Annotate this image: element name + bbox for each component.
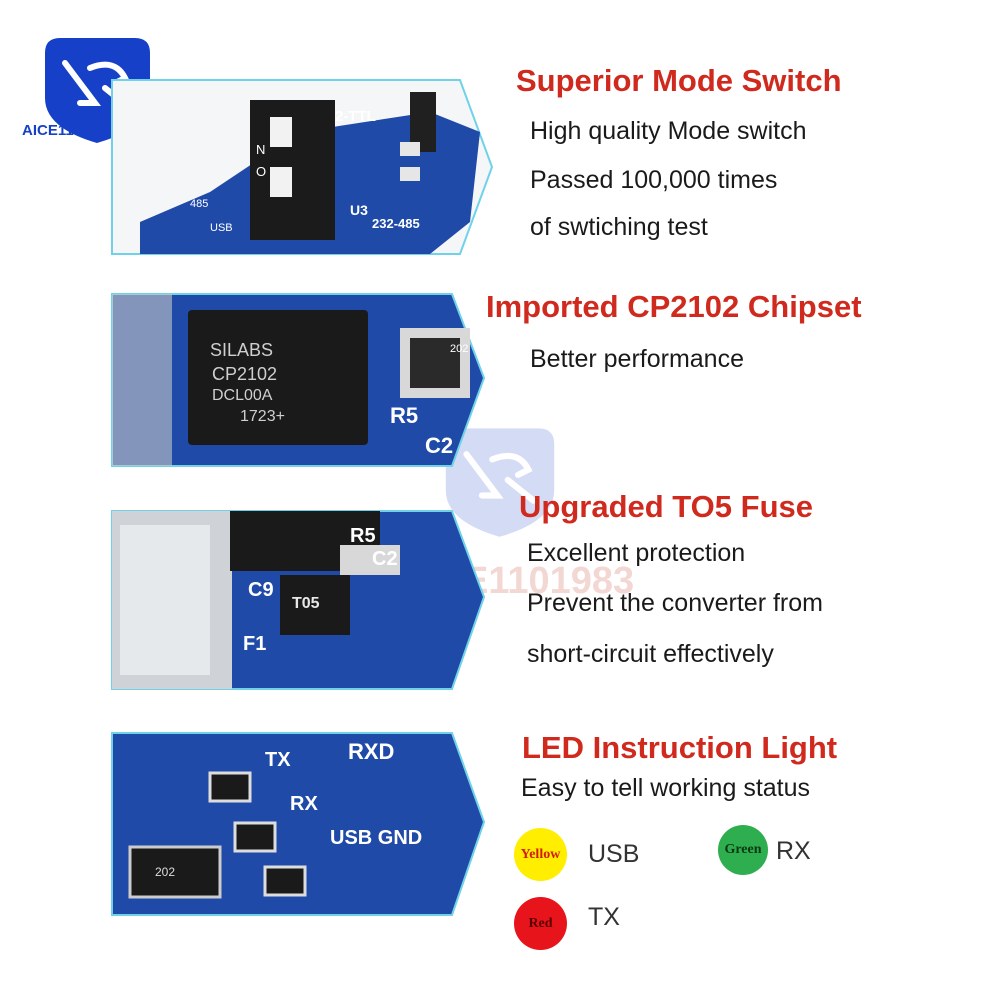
photo-mode-switch: 2-TTL U3 232-485 485 USB N O: [100, 72, 500, 262]
board-label: R5: [350, 525, 376, 547]
photo-to5-fuse: R5 C2 C9 T05 F1: [100, 505, 500, 695]
board-label: U3: [350, 202, 368, 218]
board-label: 485: [190, 198, 209, 210]
board-label: C2: [372, 548, 398, 570]
legend-dot-green: Green: [718, 825, 768, 875]
section-title: LED Instruction Light: [522, 730, 838, 765]
legend-label-usb: USB: [588, 840, 640, 868]
section-line: Excellent protection: [527, 539, 746, 567]
section-line: High quality Mode switch: [530, 117, 807, 145]
legend-dot-red: Red: [514, 897, 567, 950]
board-label: C2: [425, 433, 454, 458]
board-label: 202: [450, 343, 469, 355]
board-label: 202: [155, 865, 176, 879]
section-line: Better performance: [530, 345, 744, 373]
board-label: RX: [290, 793, 318, 815]
board-label: TX: [265, 749, 291, 771]
board-label: N: [256, 142, 266, 157]
section-line: short-circuit effectively: [527, 640, 774, 668]
section-line: Easy to tell working status: [521, 774, 811, 802]
chip-label: 1723+: [240, 408, 285, 425]
legend-label-tx: TX: [588, 903, 620, 931]
legend-label-rx: RX: [776, 837, 811, 865]
section-title: Superior Mode Switch: [516, 63, 842, 98]
section-title: Upgraded TO5 Fuse: [519, 489, 813, 524]
chip-label: DCL00A: [212, 387, 273, 404]
board-label: RXD: [348, 739, 395, 764]
brand-logo-text: AICE1101983: [22, 122, 116, 139]
section-line: Passed 100,000 times: [530, 166, 778, 194]
photo-led-lights: TX RXD RX USB GND 202: [100, 727, 500, 922]
watermark-shield-icon: [445, 428, 555, 537]
chip-label: SILABS: [210, 340, 274, 360]
board-label: R5: [390, 403, 419, 428]
board-label: USB: [210, 222, 233, 234]
fuse-label: T05: [292, 595, 320, 612]
section-line: of swtiching test: [530, 213, 708, 241]
board-label: C9: [248, 579, 274, 601]
board-label: 2-TTL: [335, 108, 376, 125]
photo-cp2102-chip: SILABS CP2102 DCL00A 1723+ R5 C2 202: [100, 288, 500, 473]
legend-dot-yellow: Yellow: [514, 828, 567, 881]
board-label: USB GND: [330, 827, 423, 849]
board-label: O: [256, 164, 267, 179]
section-title: Imported CP2102 Chipset: [486, 289, 862, 324]
board-label: F1: [243, 633, 267, 655]
board-label: 232-485: [372, 216, 420, 231]
chip-label: CP2102: [212, 364, 278, 384]
section-line: Prevent the converter from: [527, 589, 823, 617]
